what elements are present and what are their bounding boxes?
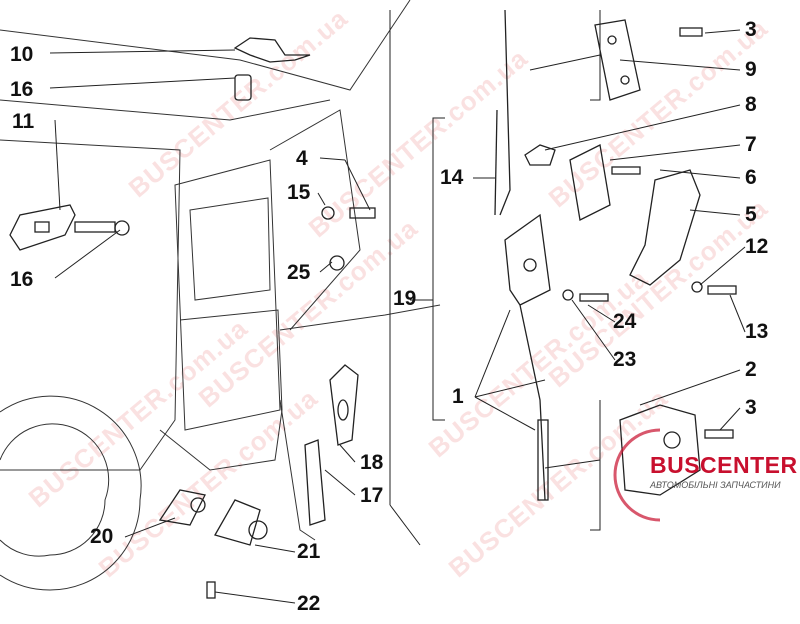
part-19-lock xyxy=(504,213,551,306)
callout-5: 5 xyxy=(745,203,757,226)
callout-11: 11 xyxy=(12,110,35,133)
buscenter-logo: BUSCENTER АВТОМОБІЛЬНІ ЗАПЧАСТИНИ xyxy=(650,452,798,490)
part-17-bracket xyxy=(304,439,326,526)
callout-21: 21 xyxy=(297,540,321,563)
callout-25: 25 xyxy=(287,261,311,284)
van-body xyxy=(0,0,441,591)
part-15-washer xyxy=(321,206,335,220)
callout-13: 13 xyxy=(745,320,769,343)
callout-16: 16 xyxy=(10,78,34,101)
part-2-lock xyxy=(619,404,701,496)
part-1-rod xyxy=(519,304,549,501)
callout-2: 2 xyxy=(745,358,757,381)
part-16-bolt xyxy=(74,220,130,236)
callout-8: 8 xyxy=(745,93,757,116)
part-20-striker xyxy=(158,489,206,526)
part-11-striker xyxy=(9,204,76,251)
part-13-screw xyxy=(707,285,737,295)
part-18-plate xyxy=(329,364,359,446)
callout-3: 3 xyxy=(745,18,757,41)
callout-10: 10 xyxy=(10,43,34,66)
callout-7: 7 xyxy=(745,133,757,156)
callout-15: 15 xyxy=(287,181,311,204)
part-21-buffer xyxy=(214,499,268,546)
callout-4: 4 xyxy=(296,147,308,170)
part-16-buffer xyxy=(234,74,252,101)
callout-22: 22 xyxy=(297,592,321,615)
part-10-bracket xyxy=(233,37,311,63)
callout-20: 20 xyxy=(90,525,114,548)
callout-3-lower: 3 xyxy=(745,396,757,419)
part-9-hinge xyxy=(594,19,641,101)
callout-1: 1 xyxy=(452,385,464,408)
callout-17: 17 xyxy=(360,484,384,507)
callout-9: 9 xyxy=(745,58,757,81)
part-14-rod xyxy=(494,9,511,216)
part-4-pin xyxy=(349,207,376,219)
callout-23: 23 xyxy=(613,348,637,371)
part-8-clip xyxy=(524,144,556,166)
logo-name: BUSCENTER xyxy=(650,452,798,478)
part-23-washer xyxy=(562,289,574,301)
part-24-screw xyxy=(579,293,609,302)
callout-16-lower: 16 xyxy=(10,268,34,291)
callout-14: 14 xyxy=(440,166,464,189)
part-7-block xyxy=(569,144,611,221)
part-12-washer xyxy=(691,281,703,293)
callout-19: 19 xyxy=(393,287,417,310)
part-25-clip xyxy=(329,255,345,271)
part-3-screw-lower xyxy=(704,429,734,439)
part-5-handle xyxy=(629,169,701,286)
logo-tagline: АВТОМОБІЛЬНІ ЗАПЧАСТИНИ xyxy=(650,480,781,490)
callout-12: 12 xyxy=(745,235,769,258)
part-3-screw xyxy=(679,27,703,37)
callout-24: 24 xyxy=(613,310,637,333)
callout-6: 6 xyxy=(745,166,757,189)
part-6-screw xyxy=(611,166,641,175)
callout-18: 18 xyxy=(360,451,384,474)
logo-circle xyxy=(613,428,661,522)
part-22-screw xyxy=(206,581,216,599)
